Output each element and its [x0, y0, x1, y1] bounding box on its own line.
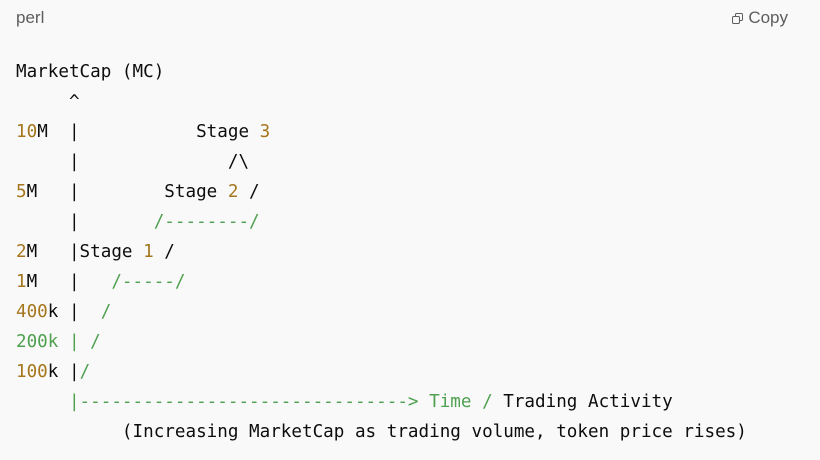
code-token: M | Stage: [37, 122, 260, 142]
code-token: 400: [16, 302, 48, 322]
code-line: | /\: [16, 147, 747, 177]
code-token: 5: [16, 182, 27, 202]
code-token: M | Stage: [26, 182, 228, 202]
copy-label: Copy: [748, 8, 788, 27]
code-line: 1M | /-----/: [16, 267, 747, 297]
code-language-label: perl: [16, 8, 45, 27]
code-line: ^: [16, 87, 747, 117]
code-token: /: [100, 302, 112, 322]
code-line: 10M | Stage 3: [16, 117, 747, 147]
code-token: 1: [16, 272, 27, 292]
code-token: /: [153, 242, 175, 262]
code-line: 5M | Stage 2 /: [16, 177, 747, 207]
code-token: (Increasing MarketCap as trading volume,…: [16, 422, 747, 442]
code-token: /-----/: [111, 272, 186, 292]
code-token: 1: [143, 242, 154, 262]
code-line: (Increasing MarketCap as trading volume,…: [16, 417, 747, 447]
code-token: | /\: [16, 152, 250, 172]
code-token: 3: [259, 122, 271, 142]
code-line: MarketCap (MC): [16, 57, 747, 87]
code-line: | /--------/: [16, 207, 747, 237]
code-token: k |: [47, 362, 80, 382]
code-content: MarketCap (MC) ^10M | Stage 3 | /\5M | S…: [16, 57, 747, 447]
code-token: M |Stage: [26, 242, 144, 262]
code-line: 400k | /: [16, 297, 747, 327]
code-line: 200k | /: [16, 327, 747, 357]
code-line: 2M |Stage 1 /: [16, 237, 747, 267]
code-token: |-------------------------------> Time /: [16, 392, 504, 412]
code-token: 2: [16, 242, 27, 262]
code-line: |-------------------------------> Time /…: [16, 387, 747, 417]
code-block-header: perl Copy: [0, 0, 820, 38]
code-token: MarketCap (MC): [16, 62, 165, 82]
code-token: 10: [16, 122, 38, 142]
code-token: k |: [47, 302, 101, 322]
code-token: Trading Activity: [503, 392, 673, 412]
code-token: 2: [227, 182, 239, 202]
code-token: ^: [16, 92, 80, 112]
code-token: /: [238, 182, 260, 202]
copy-icon: [732, 12, 744, 24]
code-line: 100k |/: [16, 357, 747, 387]
code-token: 200k | /: [16, 332, 101, 352]
code-token: /: [79, 362, 91, 382]
copy-button[interactable]: Copy: [732, 8, 788, 28]
code-token: |: [16, 212, 154, 232]
code-token: 100: [16, 362, 48, 382]
code-token: /--------/: [153, 212, 260, 232]
code-token: M |: [26, 272, 112, 292]
